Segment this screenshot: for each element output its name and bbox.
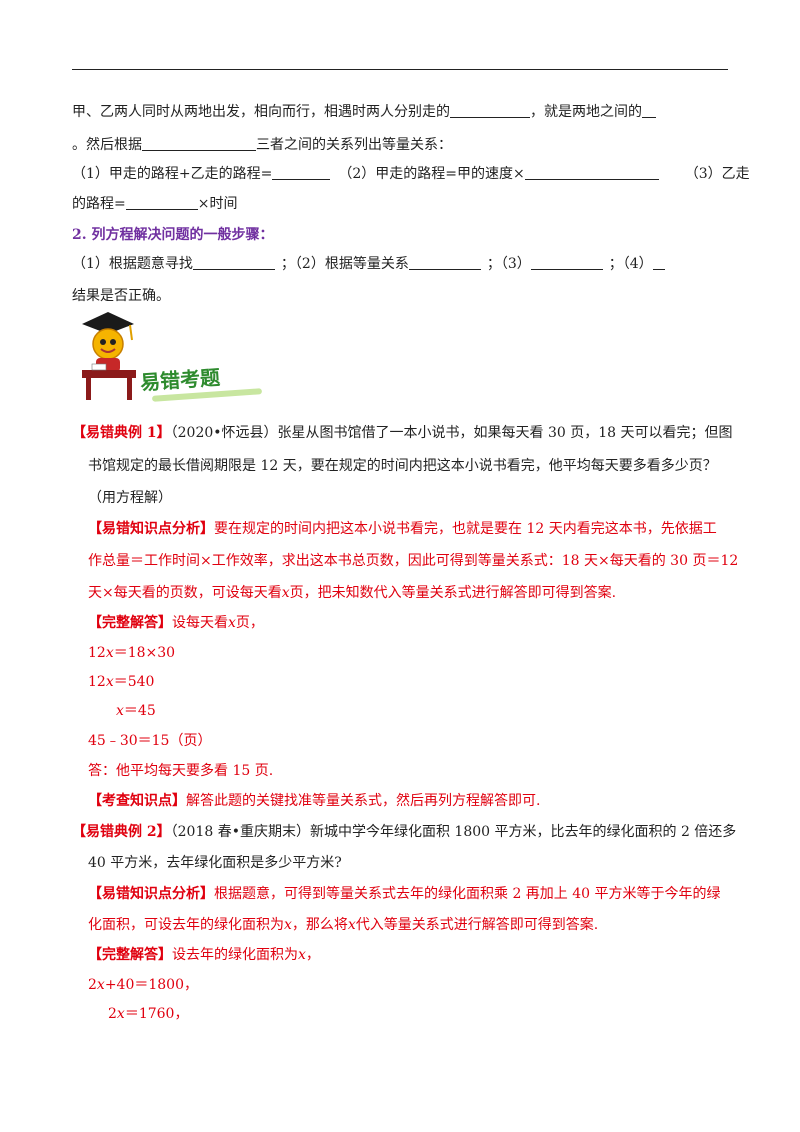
steps-line-2: 结果是否正确。 <box>72 288 170 304</box>
answer-text: 设每天看 <box>172 615 228 631</box>
answer-text: 页， <box>235 615 264 631</box>
steps-line-1: （1）根据题意寻找 ；（2）根据等量关系 ；（3） ；（4） <box>72 253 665 273</box>
intro-text: 甲、乙两人同时从两地出发，相向而行，相遇时两人分别走的 <box>72 104 450 120</box>
conclusion: 答：他平均每天要多看 15 页. <box>88 763 274 779</box>
banner: 易错考题 <box>78 306 278 406</box>
answer-tag: 【完整解答】 <box>88 947 172 963</box>
equation: x＝45 <box>116 703 156 719</box>
equation: 45﹣30＝15（页） <box>88 733 212 749</box>
example1-answer: 【完整解答】设每天看x页， <box>88 612 264 632</box>
intro-text: （1）甲走的路程+乙走的路程= <box>72 166 273 182</box>
analysis-text: 根据题意，可得到等量关系式去年的绿化面积乘 2 再加上 40 平方米等于今年的绿 <box>214 886 721 902</box>
example1-line-3: （用方程解） <box>88 490 172 506</box>
intro-text: （3）乙走 <box>684 166 750 182</box>
variable: x <box>298 947 306 963</box>
intro-text: 三者之间的关系列出等量关系： <box>256 137 452 153</box>
fill-blank <box>652 255 665 270</box>
answer-tag: 【完整解答】 <box>88 615 172 631</box>
example1-line-1: 【易错典例 1】（2020•怀远县）张星从图书馆借了一本小说书，如果每天看 30… <box>72 422 733 442</box>
banner-title: 易错考题 <box>139 365 221 395</box>
example2-analysis-2: 化面积，可设去年的绿化面积为x，那么将x代入等量关系式进行解答即可得到答案. <box>88 917 599 933</box>
intro-text: 的路程= <box>72 196 126 212</box>
intro-text: （2）甲走的路程=甲的速度× <box>338 166 525 182</box>
analysis-tag: 【易错知识点分析】 <box>88 886 214 902</box>
analysis-tag: 【易错知识点分析】 <box>88 521 214 537</box>
intro-text: 。然后根据 <box>72 137 142 153</box>
example-text: （2020•怀远县）张星从图书馆借了一本小说书，如果每天看 30 页，18 天可… <box>170 425 733 441</box>
fill-blank <box>642 103 656 118</box>
analysis-text: 页，把未知数代入等量关系式进行解答即可得到答案. <box>289 585 617 601</box>
equation: 12x＝540 <box>88 674 155 690</box>
equation: 2x＝1760， <box>108 1006 189 1022</box>
analysis-text: 要在规定的时间内把这本小说书看完，也就是要在 12 天内看完这本书，先依据工 <box>214 521 717 537</box>
example2-answer: 【完整解答】设去年的绿化面积为x， <box>88 944 320 964</box>
steps-text: ；（3） <box>486 256 531 272</box>
graduate-mascot-icon <box>82 312 136 400</box>
steps-text: （1）根据题意寻找 <box>72 256 193 272</box>
equation: 2x+40＝1800， <box>88 977 199 993</box>
example2-analysis-1: 【易错知识点分析】根据题意，可得到等量关系式去年的绿化面积乘 2 再加上 40 … <box>88 883 721 903</box>
intro-line-1: 甲、乙两人同时从两地出发，相向而行，相遇时两人分别走的 ，就是两地之间的 <box>72 101 656 121</box>
equation: 12x＝18×30 <box>88 645 176 661</box>
answer-text: ， <box>305 947 320 963</box>
example1-analysis-1: 【易错知识点分析】要在规定的时间内把这本小说书看完，也就是要在 12 天内看完这… <box>88 518 717 538</box>
exam-tag: 【考查知识点】 <box>88 793 186 809</box>
variable: x <box>281 585 290 601</box>
analysis-text: 天×每天看的页数，可设每天看 <box>88 585 282 601</box>
example-tag: 【易错典例 1】 <box>72 425 171 441</box>
intro-line-4: 的路程= ×时间 <box>72 193 237 213</box>
example2-line-1: 【易错典例 2】（2018 春•重庆期末）新城中学今年绿化面积 1800 平方米… <box>72 821 736 841</box>
fill-blank <box>530 255 603 270</box>
example-tag: 【易错典例 2】 <box>72 824 171 840</box>
intro-text: ，就是两地之间的 <box>530 104 642 120</box>
example2-line-2: 40 平方米，去年绿化面积是多少平方米? <box>88 855 342 871</box>
intro-line-3: （1）甲走的路程+乙走的路程= （2）甲走的路程=甲的速度× （3）乙走 <box>72 163 750 183</box>
fill-blank <box>192 255 275 270</box>
intro-line-2: 。然后根据 三者之间的关系列出等量关系： <box>72 134 452 154</box>
steps-heading: 2. 列方程解决问题的一般步骤： <box>72 227 274 243</box>
intro-text: ×时间 <box>197 196 238 212</box>
answer-text: 设去年的绿化面积为 <box>172 947 298 963</box>
variable: x <box>228 615 236 631</box>
fill-blank <box>142 136 256 151</box>
example1-analysis-3: 天×每天看的页数，可设每天看x页，把未知数代入等量关系式进行解答即可得到答案. <box>88 582 616 602</box>
header-rule <box>72 69 728 70</box>
exam-point: 【考查知识点】解答此题的关键找准等量关系式，然后再列方程解答即可. <box>88 790 540 810</box>
example-text: （2018 春•重庆期末）新城中学今年绿化面积 1800 平方米，比去年的绿化面… <box>170 824 737 840</box>
exam-text: 解答此题的关键找准等量关系式，然后再列方程解答即可. <box>186 793 541 809</box>
steps-text: ；（4） <box>608 256 653 272</box>
example1-analysis-2: 作总量＝工作时间×工作效率，求出这本书总页数，因此可得到等量关系式：18 天×每… <box>88 553 739 569</box>
fill-blank <box>125 195 198 210</box>
fill-blank <box>408 255 481 270</box>
fill-blank <box>272 165 331 180</box>
example1-line-2: 书馆规定的最长借阅期限是 12 天，要在规定的时间内把这本小说书看完，他平均每天… <box>88 458 717 474</box>
fill-blank <box>524 165 659 180</box>
steps-text: ；（2）根据等量关系 <box>280 256 409 272</box>
fill-blank <box>450 103 530 118</box>
